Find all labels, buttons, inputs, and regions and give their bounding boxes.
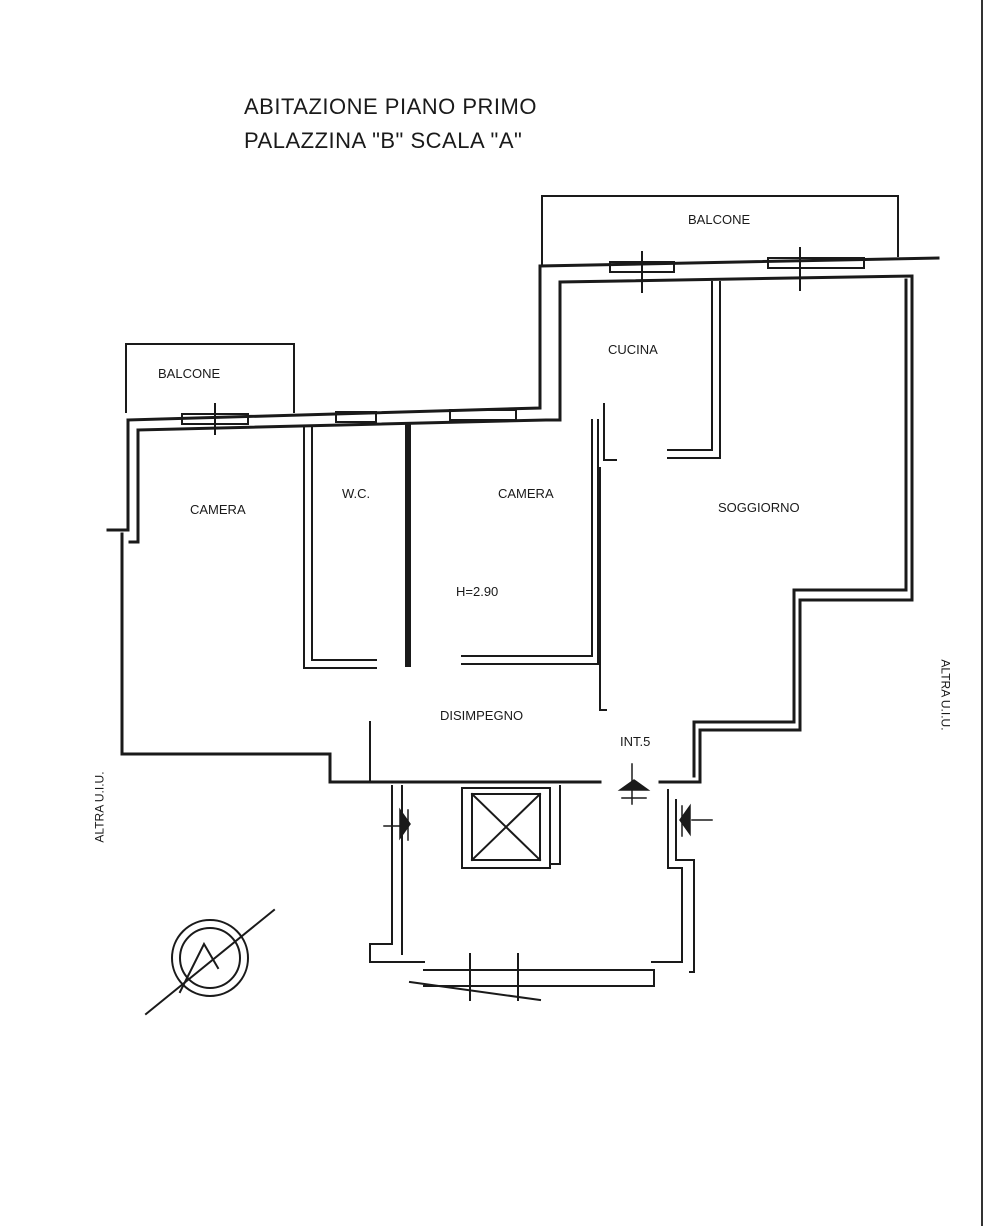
label-altra-uiu-left: ALTRA U.I.U.: [92, 771, 107, 843]
label-camera-center: CAMERA: [498, 486, 554, 501]
label-altra-uiu-right: ALTRA U.I.U.: [938, 659, 953, 731]
label-height: H=2.90: [456, 584, 499, 599]
interior-walls: [303, 281, 721, 781]
exterior-walls: [106, 256, 940, 784]
landing-walls: [369, 785, 695, 1002]
plan-title-line1: ABITAZIONE PIANO PRIMO: [244, 94, 537, 119]
door-swing-icon: [383, 763, 713, 841]
label-cucina: CUCINA: [608, 342, 658, 357]
label-disimpegno: DISIMPEGNO: [440, 708, 524, 723]
label-interno: INT.5: [620, 734, 651, 749]
label-balcone-left: BALCONE: [158, 366, 221, 381]
label-soggiorno: SOGGIORNO: [718, 500, 800, 515]
label-camera-left: CAMERA: [190, 502, 246, 517]
label-wc: W.C.: [342, 486, 371, 501]
north-arrow-icon: [144, 908, 276, 1016]
windows: [181, 247, 865, 435]
plan-title-line2: PALAZZINA "B" SCALA "A": [244, 128, 523, 153]
balcone-top-outline: [541, 195, 899, 267]
elevator-cross-icon: [461, 787, 551, 869]
balcone-left-outline: [125, 343, 295, 413]
label-balcone-top: BALCONE: [688, 212, 751, 227]
